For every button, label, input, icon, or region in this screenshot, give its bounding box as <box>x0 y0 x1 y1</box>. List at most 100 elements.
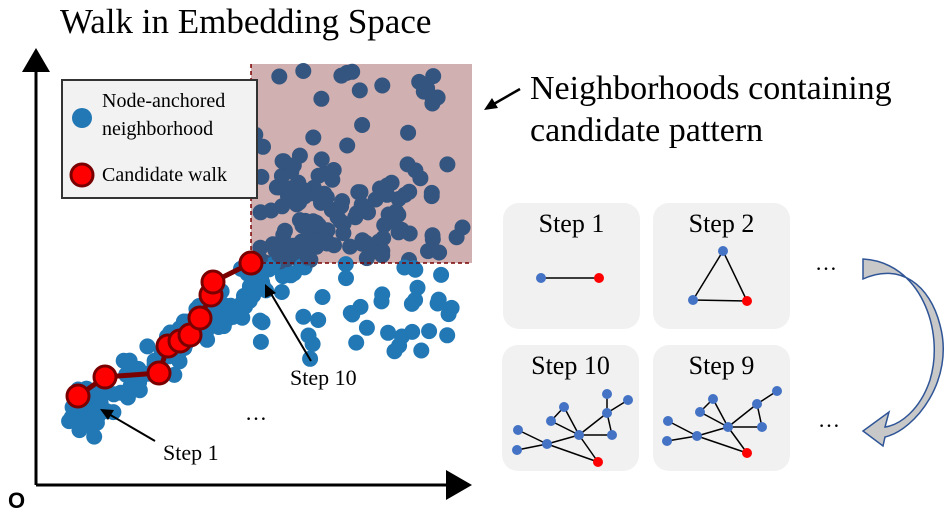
scatter-point <box>431 244 448 261</box>
legend: Node-anchored neighborhood Candidate wal… <box>61 79 258 199</box>
scatter-point <box>274 153 291 170</box>
scatter-point <box>254 314 271 331</box>
scatter-point <box>252 239 269 256</box>
scatter-point <box>413 342 430 359</box>
scatter-point <box>433 266 450 283</box>
scatter-point <box>271 68 288 85</box>
scatter-point <box>429 295 446 312</box>
step10-arrow <box>269 291 312 362</box>
walk-marker-icon <box>69 162 95 188</box>
scatter-point <box>400 124 417 141</box>
scatter-point <box>415 83 432 100</box>
scatter-point <box>299 249 316 266</box>
scatter-point <box>333 198 350 215</box>
scatter-point <box>374 77 391 94</box>
scatter-point <box>325 162 342 178</box>
scatter-point <box>310 312 327 328</box>
y-axis-arrow <box>22 48 50 72</box>
panel-label: Step 9 <box>688 351 755 380</box>
scatter-point <box>401 225 418 242</box>
scatter-point <box>305 129 322 146</box>
scatter-point <box>268 179 285 196</box>
scatter-point <box>440 306 457 323</box>
region-caption: Neighborhoods containing candidate patte… <box>530 68 892 152</box>
scatter-point <box>291 147 308 164</box>
panel-label: Step 10 <box>531 351 610 380</box>
scatter-point <box>294 181 311 198</box>
scatter-point <box>374 247 391 264</box>
scatter-point <box>425 68 442 85</box>
scatter-point <box>358 250 375 267</box>
scatter-point <box>335 225 352 242</box>
scatter-point <box>276 222 293 239</box>
legend-walk-label: Candidate walk <box>102 164 227 186</box>
scatter-point <box>305 236 322 253</box>
scatter-point <box>386 343 403 360</box>
legend-line-1: Node-anchored <box>102 90 226 112</box>
step1-arrow <box>106 412 156 442</box>
walk-step <box>92 364 118 390</box>
scatter-point <box>348 334 365 351</box>
scatter-point <box>360 204 376 221</box>
scatter-point <box>139 338 156 355</box>
step10-annotation: Step 10 <box>290 365 357 390</box>
scatter-point <box>274 198 291 215</box>
scatter-point <box>344 63 361 80</box>
progression-arrow <box>861 258 945 448</box>
origin-label: O <box>8 488 26 513</box>
diagram-title: Walk in Embedding Space <box>60 2 432 41</box>
scatter-point <box>354 232 371 249</box>
scatter-point <box>376 217 393 234</box>
scatter-point <box>291 194 308 211</box>
scatter-point <box>379 177 396 194</box>
scatter-point <box>77 411 94 428</box>
scatter-point <box>409 279 426 296</box>
scatter-point <box>273 284 290 300</box>
scatter-point <box>342 238 359 255</box>
step10-arrowhead <box>265 284 276 298</box>
scatter-point <box>399 156 416 173</box>
panel-step-10: Step 10 <box>502 345 639 471</box>
scatter-point <box>388 203 405 220</box>
scatter-point <box>291 212 308 229</box>
scatter-point <box>318 233 335 250</box>
scatter-point <box>339 137 356 154</box>
scatter-point <box>401 183 418 200</box>
scatter-point <box>310 217 327 234</box>
scatter-point <box>122 382 139 399</box>
region-pointer-arrow <box>491 87 521 107</box>
scatter-point <box>337 256 354 273</box>
panel-step-2: Step 2 <box>653 203 790 329</box>
ellipsis-top: … <box>815 250 837 275</box>
scatter-point <box>358 319 375 336</box>
scatter-point <box>429 89 446 106</box>
scatter-ellipsis: … <box>245 400 267 425</box>
scatter-point <box>407 292 424 308</box>
walk-step <box>187 305 213 331</box>
scatter-point <box>439 327 456 344</box>
panel-step-9: Step 9 <box>653 345 790 471</box>
ellipsis-bottom: … <box>818 407 840 432</box>
region-caption-line-1: Neighborhoods containing <box>530 70 892 107</box>
scatter-point <box>314 289 331 305</box>
walk-step <box>65 383 91 409</box>
scatter-point <box>347 209 364 226</box>
walk-step <box>238 250 264 276</box>
legend-line-2: neighborhood <box>102 118 214 140</box>
scatter-point <box>310 167 327 184</box>
scatter-point <box>380 324 397 341</box>
scatter-point <box>279 251 296 268</box>
scatter-point <box>439 156 456 173</box>
region-pointer-arrowhead <box>484 98 498 110</box>
step1-arrowhead <box>100 409 114 420</box>
walk-step <box>200 269 226 295</box>
walk-step <box>146 360 172 386</box>
scatter-point <box>338 270 354 287</box>
scatter-point <box>354 117 371 133</box>
panel-label: Step 1 <box>538 209 605 238</box>
scatter-point <box>304 336 321 352</box>
scatter-point <box>255 138 271 155</box>
scatter-point <box>61 413 78 430</box>
panel-step-1: Step 1 <box>503 203 640 329</box>
